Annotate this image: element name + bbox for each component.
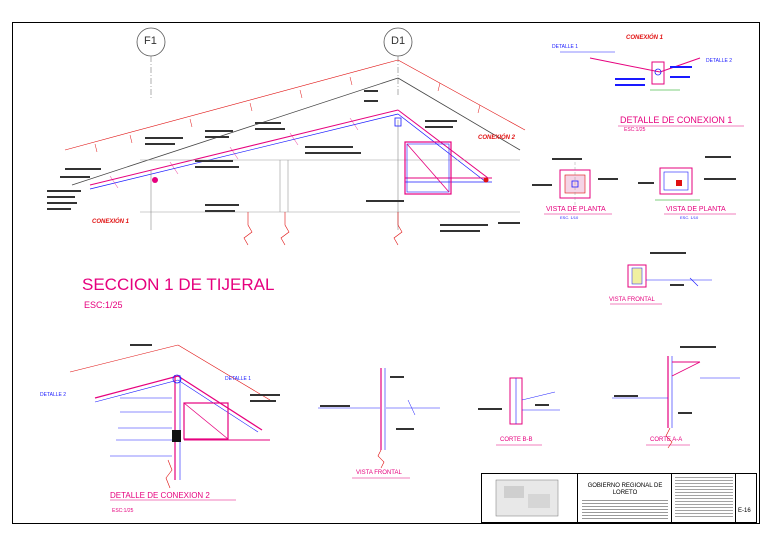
detail-2-scale: ESC:1/25 bbox=[112, 508, 134, 514]
sheet-border bbox=[12, 22, 760, 524]
axis-d1-label: D1 bbox=[391, 35, 406, 47]
title-block-info-cell bbox=[672, 474, 736, 522]
vista-frontal-right-title: VISTA FRONTAL bbox=[609, 297, 655, 303]
axis-f1 bbox=[136, 27, 166, 100]
detail-1-scale: ESC:1/25 bbox=[624, 127, 646, 133]
detail-1-title: DETALLE DE CONEXION 1 bbox=[620, 115, 733, 125]
corte-aa-drawing bbox=[612, 346, 740, 449]
axis-d1 bbox=[383, 27, 413, 95]
vista-frontal-right-drawing bbox=[627, 252, 712, 288]
conexion-2-tag: CONEXIÓN 2 bbox=[478, 135, 516, 141]
title-block: GOBIERNO REGIONAL DE LORETO E-16 bbox=[481, 473, 757, 523]
section-title: SECCION 1 DE TIJERAL bbox=[82, 275, 275, 294]
detail-1-tag: CONEXIÓN 1 bbox=[626, 35, 664, 41]
title-block-sheet-cell: E-16 bbox=[736, 474, 758, 522]
corte-bb-drawing bbox=[478, 377, 560, 425]
vista-frontal-bottom-title: VISTA FRONTAL bbox=[356, 470, 402, 476]
plan-view-right bbox=[638, 156, 736, 201]
axis-f1-label: F1 bbox=[144, 35, 157, 47]
corte-bb-title: CORTE B-B bbox=[500, 437, 533, 443]
detail-2-label-detalle1: DETALLE 1 bbox=[225, 376, 252, 382]
title-block-plan-thumb bbox=[482, 474, 578, 522]
detail-2-label-detalle2: DETALLE 2 bbox=[40, 392, 67, 398]
section-scale: ESC:1/25 bbox=[84, 300, 123, 310]
detail-1-label-right: DETALLE 2 bbox=[706, 58, 733, 64]
plan-view-right-scale: ESC. 1/10 bbox=[680, 215, 699, 220]
detail-1-label-left: DETALLE 1 bbox=[552, 44, 579, 50]
title-block-client-cell: GOBIERNO REGIONAL DE LORETO bbox=[578, 474, 672, 522]
vista-frontal-bottom-drawing bbox=[318, 368, 440, 469]
plan-view-left bbox=[532, 158, 618, 206]
detail-conexion-1-drawing bbox=[560, 51, 701, 91]
plan-view-left-title: VISTA DE PLANTA bbox=[546, 206, 606, 213]
main-truss bbox=[64, 59, 526, 246]
title-block-client: GOBIERNO REGIONAL DE LORETO bbox=[587, 483, 663, 497]
plan-view-left-scale: ESC. 1/10 bbox=[560, 215, 579, 220]
title-block-sheet-number: E-16 bbox=[738, 508, 751, 514]
detail-conexion-2-drawing bbox=[69, 344, 280, 489]
corte-aa-title: CORTE A-A bbox=[650, 437, 683, 443]
detail-2-title: DETALLE DE CONEXION 2 bbox=[110, 491, 210, 500]
plan-view-right-title: VISTA DE PLANTA bbox=[666, 206, 726, 213]
conexion-1-tag: CONEXIÓN 1 bbox=[92, 219, 130, 225]
